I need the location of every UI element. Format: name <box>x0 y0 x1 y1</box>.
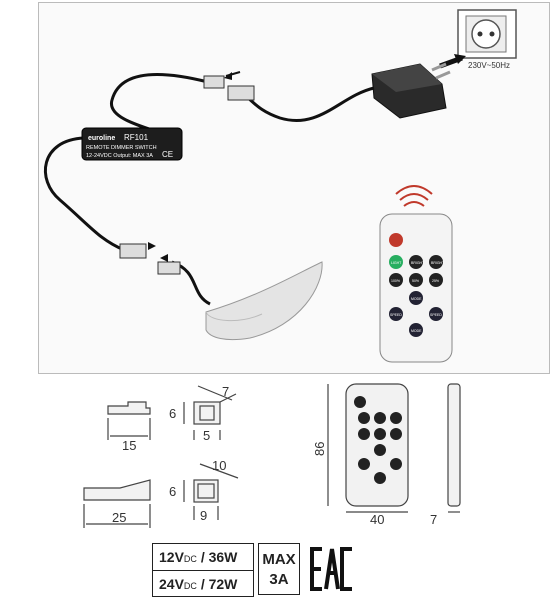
controller-model: RF101 <box>124 133 149 142</box>
connector-middle <box>119 242 181 275</box>
power-line-12v: 12VDC / 36W <box>159 549 238 565</box>
connector-a-drawing <box>107 385 237 440</box>
led-lamp <box>205 261 323 341</box>
controller-brand: euroline <box>88 135 115 142</box>
max-current-box: MAX 3A <box>258 543 300 595</box>
wall-socket: 230V~50Hz <box>457 9 517 70</box>
svg-text:BRIGHT: BRIGHT <box>431 261 445 265</box>
remote-height: 86 <box>312 442 327 456</box>
dimmer-controller: euroline RF101 REMOTE DIMMER SWITCH 12-2… <box>81 127 183 161</box>
remote-thickness: 7 <box>430 512 437 527</box>
svg-text:MODE: MODE <box>411 297 422 301</box>
power-line-24v: 24VDC / 72W <box>153 570 253 597</box>
connector-b-depth: 10 <box>212 458 226 473</box>
svg-text:LIGHT: LIGHT <box>391 261 402 265</box>
connector-a-height: 6 <box>169 406 176 421</box>
connector-b-width: 25 <box>112 510 126 525</box>
power-rating-box: 12VDC / 36W 24VDC / 72W <box>152 543 254 597</box>
socket-voltage-label: 230V~50Hz <box>468 61 510 70</box>
controller-name: REMOTE DIMMER SWITCH <box>86 145 157 151</box>
controller-rating: 12-24VDC Output: MAX 3A <box>86 153 153 159</box>
svg-text:50%: 50% <box>412 279 419 283</box>
remote-width: 40 <box>370 512 384 527</box>
svg-text:SPEED: SPEED <box>430 313 442 317</box>
adapter-cable <box>235 86 375 122</box>
connector-top <box>203 71 255 101</box>
connector-b-drawing <box>83 463 239 528</box>
connector-b-side: 9 <box>200 508 207 523</box>
svg-text:25%: 25% <box>432 279 439 283</box>
svg-text:100%: 100% <box>391 279 400 283</box>
connector-a-side: 5 <box>203 428 210 443</box>
svg-text:MODE: MODE <box>411 329 422 333</box>
signal-icon <box>395 185 433 207</box>
connector-a-width: 15 <box>122 438 136 453</box>
output-cable <box>44 136 125 252</box>
power-icon <box>389 233 403 247</box>
eac-mark-icon <box>310 547 352 591</box>
connector-b-height: 6 <box>169 484 176 499</box>
remote-dimension-drawing <box>327 383 461 513</box>
connector-a-depth: 7 <box>222 384 229 399</box>
svg-text:SPEED: SPEED <box>390 313 402 317</box>
remote-control: LIGHT BRIGHT BRIGHT 100% 50% 25% MODE SP… <box>379 213 453 363</box>
svg-text:BRIGHT: BRIGHT <box>411 261 425 265</box>
power-adapter <box>371 62 451 119</box>
ce-mark: CE <box>162 150 173 159</box>
